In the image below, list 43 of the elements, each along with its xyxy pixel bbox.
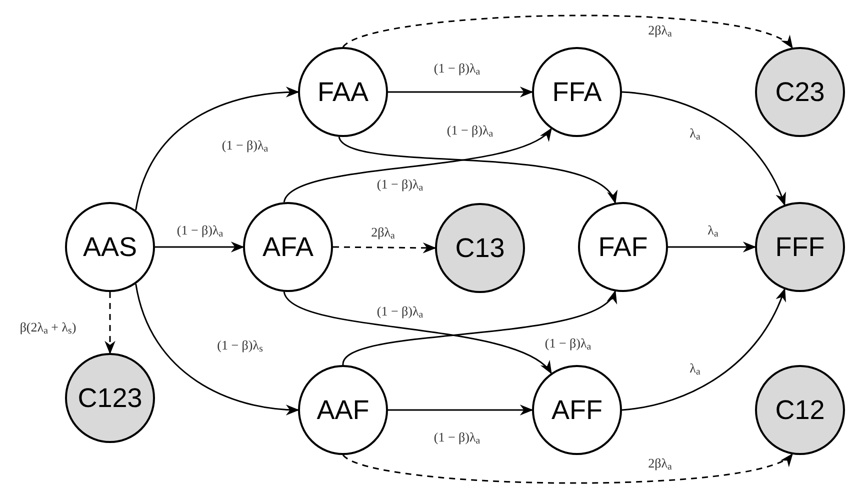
- edge-label: β(2λ$_{a}$ + λ$_{s}$): [18, 320, 78, 334]
- arrow: [283, 291, 552, 374]
- state-label: FFF: [775, 230, 825, 264]
- state-label: FAF: [598, 230, 648, 264]
- state-label: FAA: [317, 76, 369, 109]
- edge-label: (1 − β)λ$_{a}$: [542, 336, 594, 350]
- edge-label: λ$_{a}$: [688, 362, 702, 374]
- edge-label: (1 − β)λ$_{a}$: [432, 430, 482, 444]
- edge-label: (1 − β)λ$_{a}$: [174, 224, 226, 236]
- dashed-arrow: [104, 292, 116, 354]
- state-label: C23: [775, 76, 825, 109]
- edge-label: (1 − β)λ$_{a}$: [374, 304, 426, 318]
- dashed-arrow: [333, 242, 436, 254]
- dashed-arrow: [342, 14, 794, 48]
- state-label: AFA: [262, 230, 314, 264]
- arrow: [388, 86, 534, 98]
- edge-label: (1 − β)λ$_{s}$: [215, 338, 265, 352]
- edge-label: (1 − β)λ$_{a}$: [444, 124, 496, 136]
- arrow: [135, 284, 300, 415]
- dashed-arrow: [342, 454, 794, 484]
- edge-label: (1 − β)λ$_{a}$: [374, 178, 426, 190]
- state-label: C123: [78, 382, 142, 415]
- arrow: [155, 242, 244, 252]
- arrow: [622, 288, 786, 411]
- edge-label: λ$_{a}$: [688, 126, 702, 140]
- state-label: AFF: [552, 394, 602, 427]
- arrow: [135, 87, 300, 210]
- edge-label: (1 − β)λ$_{a}$: [432, 62, 482, 74]
- state-label: C13: [455, 232, 505, 265]
- edge-label: (1 − β)λ$_{a}$: [220, 138, 270, 152]
- state-label: C12: [775, 394, 825, 427]
- arrow: [668, 242, 756, 252]
- edge-label: 2βλ$_{a}$: [646, 456, 674, 470]
- arrow: [388, 404, 534, 416]
- arrow: [283, 128, 552, 203]
- arrow: [338, 136, 616, 204]
- edge-label: 2βλ$_{a}$: [646, 24, 674, 36]
- state-label: AAS: [82, 230, 138, 264]
- arrow: [342, 290, 616, 366]
- state-label: FFA: [552, 76, 602, 109]
- state-label: AAF: [316, 394, 370, 427]
- edge-label: 2βλ$_{a}$: [369, 226, 397, 238]
- edge-label: λ$_{a}$: [706, 224, 720, 236]
